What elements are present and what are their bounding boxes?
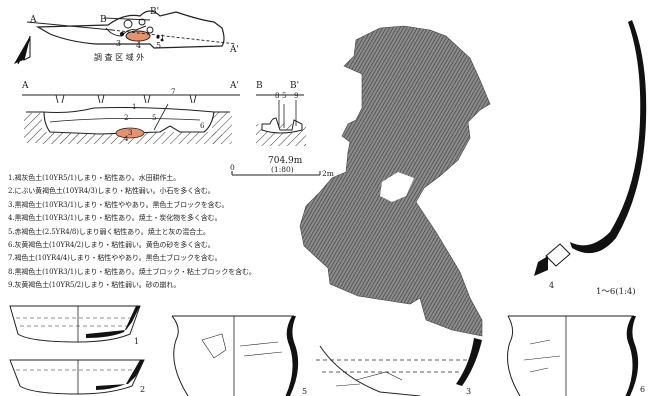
section-a-layer-number: 2	[124, 114, 128, 122]
artifact-6-drawing: 6	[507, 315, 645, 396]
soil-legend-item: 3.黒褐色土(10YR3/1)しまり・粘性ややあり。黒色土ブロックを含む。	[8, 200, 229, 209]
scale-bar-end: 2m	[322, 169, 334, 178]
artifact-number: 4	[549, 281, 554, 290]
artifact-1-drawing: 1	[9, 305, 141, 346]
section-b-label-b-prime: B'	[290, 81, 299, 91]
artifact-scale-note: 1〜6(1:4)	[596, 286, 636, 297]
artifact-5-drawing: 5	[171, 315, 307, 396]
soil-legend-item: 8.黒褐色土(10YR3/1)しまり・粘性あり。焼土ブロック・粘土ブロックを含む…	[8, 267, 256, 276]
section-b-layer-number: 8	[275, 92, 279, 100]
scale-bar-ratio: (1:80)	[271, 165, 294, 174]
scale-bar: 704.9m (1:80) 0 2m	[230, 156, 334, 178]
soil-legend-item: 7.褐色土(10YR4/4)しまり・粘性ややあり。黒色土ブロックを含む。	[8, 254, 222, 263]
artifact-3-drawing: 3	[316, 338, 482, 396]
artifact-number: 1	[134, 337, 139, 346]
soil-legend-item: 1.褐灰色土(10YR5/1)しまり・粘性あり。水田耕作土。	[8, 174, 181, 182]
section-a: A A' 1 7 2 5 6 3 4	[21, 81, 240, 144]
site-plan: A B B' A' 3 4 1 5 調 査 区 域 外	[14, 7, 239, 65]
plan-feature-number: 4	[136, 41, 141, 50]
section-b-layer-number: 5	[282, 92, 286, 100]
plan-label-a-prime: A'	[229, 45, 239, 55]
plan-feature-number: 3	[116, 39, 121, 48]
soil-legend: 1.褐灰色土(10YR5/1)しまり・粘性あり。水田耕作土。 2.にぶい黄褐色土…	[8, 172, 256, 293]
section-a-layer-number: 6	[200, 122, 205, 130]
section-a-ground	[26, 106, 230, 135]
soil-legend-item: 2.にぶい黄褐色土(10YR4/3)しまり・粘性弱い。小石を多く含む。	[8, 187, 215, 196]
plan-feature-number: 1	[160, 34, 165, 43]
scale-bar-elevation: 704.9m	[268, 156, 303, 166]
plan-feature-number: 5	[156, 41, 161, 50]
plan-label-a: A	[29, 15, 37, 25]
soil-legend-item: 9.灰黄褐色土(10YR5/2)しまり・粘性弱い。砂の崩れ。	[8, 281, 181, 290]
plan-label-b-prime: B'	[150, 7, 159, 17]
artifact-4-profile: 4 1〜6(1:4)	[534, 20, 647, 297]
soil-legend-item: 5.赤褐色土(2.5YR4/8)しまり弱く粘性あり。焼土と灰の混合土。	[8, 227, 210, 236]
section-a-label-a-prime: A'	[229, 81, 239, 91]
section-burnt-soil	[115, 127, 145, 139]
artifact-number: 5	[302, 387, 307, 396]
section-b-label-b: B	[256, 81, 263, 91]
outside-area-label: 調 査 区 域 外	[94, 52, 144, 62]
plan-label-b: B	[100, 15, 107, 25]
plan-outline	[35, 10, 225, 49]
section-b: B B' 8 5 9	[256, 81, 306, 146]
section-a-layer-number: 1	[132, 103, 136, 111]
artifact-2-drawing: 2	[9, 359, 145, 395]
artifact-number: 2	[140, 385, 145, 394]
section-a-layer-number: 4	[124, 135, 129, 143]
artifact-number: 3	[466, 387, 471, 396]
section-a-label-a: A	[21, 81, 29, 91]
section-a-layer-number: 7	[171, 88, 175, 96]
section-b-layer-number: 9	[294, 92, 298, 100]
section-a-layer-number: 3	[128, 129, 132, 137]
section-a-layer-number: 5	[152, 114, 156, 122]
artifact-number: 6	[640, 385, 645, 394]
soil-legend-item: 4.黒褐色土(10YR3/1)しまり・粘性あり。焼土・炭化物を多く含む。	[8, 214, 222, 223]
scale-bar-start: 0	[230, 163, 235, 172]
soil-legend-item: 6.灰黄褐色土(10YR4/2)しまり・粘性弱い。黄色の砂を多く含む。	[8, 241, 215, 250]
